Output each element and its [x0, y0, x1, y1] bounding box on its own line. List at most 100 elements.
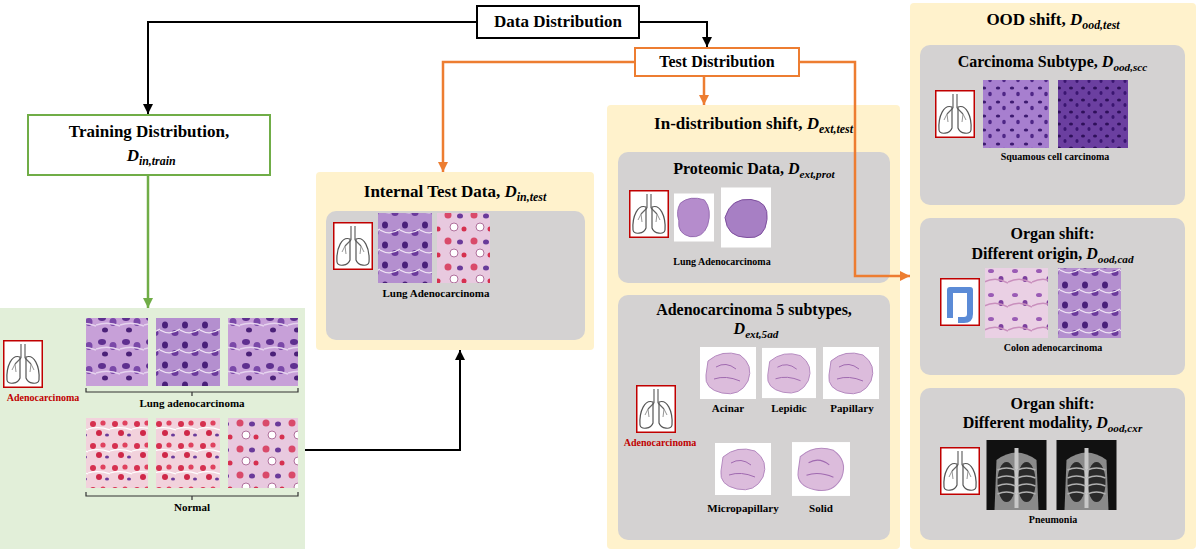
subscript-text: ood,scc — [1113, 61, 1147, 73]
slide-image — [715, 443, 771, 495]
label-text: Organ shift: — [1011, 395, 1095, 412]
dataset-box: Adenocarcinoma 5 subtypes,Dext,5adAcinar… — [618, 295, 890, 540]
label-text: D — [127, 146, 139, 165]
label-text: Lepidic — [771, 402, 806, 414]
label-text: Solid — [809, 502, 833, 514]
lung-icon — [630, 191, 669, 238]
colon-icon — [941, 279, 980, 326]
label-text: Carcinoma Subtype, — [958, 53, 1098, 70]
label-text: Colon adenocarcinoma — [1004, 342, 1102, 353]
text-line: Dext,5ad — [618, 319, 890, 342]
histology-image — [983, 80, 1049, 148]
text-line: Micropapillary — [703, 502, 783, 515]
histology-image — [228, 418, 298, 488]
text-line: Test Distribution — [636, 52, 798, 71]
label-text: Adenocarcinoma — [7, 392, 80, 403]
subscript-text: ood,cxr — [1108, 422, 1143, 434]
subscript-text: in,train — [139, 154, 176, 168]
text-line: Normal — [86, 501, 298, 514]
histology-image — [86, 318, 148, 386]
label-text: Different modality, — [963, 414, 1092, 431]
xray-image — [1057, 440, 1117, 510]
dataset-box: Organ shift:Different modality,Dood,cxrP… — [920, 388, 1185, 540]
connector — [148, 22, 476, 114]
data-panel: Internal Test Data,Din,testLung Adenocar… — [316, 172, 594, 350]
lung-icon — [334, 223, 373, 270]
subscript-text: in,test — [517, 190, 546, 204]
text-line: Proteomic Data,Dext,prot — [618, 159, 890, 182]
connector — [305, 350, 460, 450]
label-text: D — [807, 114, 819, 133]
dataset-box: Organ shift: Different origin,Dood,cadCol… — [920, 218, 1185, 375]
data-panel: In-distribution shift,Dext,testProteomic… — [607, 105, 900, 549]
dataset-box: Carcinoma Subtype,Dood,sccSquamous cell … — [920, 45, 1185, 205]
text-line: Data Distribution — [478, 12, 638, 32]
text-line: Din,train — [29, 146, 269, 169]
histology-image — [378, 213, 432, 283]
slide-image — [792, 442, 850, 496]
text-line: Adenocarcinoma 5 subtypes, — [618, 300, 890, 319]
text-line: Lung Adenocarcinoma — [642, 256, 802, 268]
subscript-text: ext,test — [819, 122, 853, 136]
text-line: Colon adenocarcinoma — [963, 342, 1143, 354]
histology-image — [156, 318, 220, 386]
slide-image — [823, 347, 879, 399]
subscript-text: ext,5ad — [745, 328, 778, 340]
label-text: D — [1102, 53, 1114, 70]
label-text: D — [1086, 245, 1098, 262]
text-line: Adenocarcinoma — [1, 392, 85, 404]
histology-image — [228, 318, 298, 386]
label-text: Adenocarcinoma 5 subtypes, — [656, 301, 852, 318]
process-box: Training Distribution, Din,train — [27, 114, 271, 176]
text-line: Different modality,Dood,cxr — [920, 413, 1185, 436]
label-text: Squamous cell carcinoma — [1001, 151, 1110, 162]
bracket — [86, 388, 298, 396]
label-text: D — [788, 160, 800, 177]
label-text: D — [734, 320, 746, 337]
lung-icon — [637, 386, 676, 433]
slide-image — [674, 194, 714, 242]
label-text: Lung Adenocarcinoma — [673, 256, 770, 267]
label-text: Data Distribution — [494, 12, 622, 31]
histology-image — [437, 213, 490, 283]
connector — [443, 62, 634, 172]
text-line: Internal Test Data,Din,test — [316, 182, 594, 205]
text-line: Organ shift: — [920, 224, 1185, 243]
label-text: Micropapillary — [707, 502, 778, 514]
text-line: Lung adenocarcinoma — [86, 397, 298, 410]
text-line: Carcinoma Subtype,Dood,scc — [920, 52, 1185, 75]
label-text: Organ shift: — [1011, 225, 1095, 242]
text-line: Pneumonia — [963, 514, 1143, 526]
label-text: Training Distribution, — [69, 122, 229, 141]
histology-image — [1058, 268, 1121, 338]
label-text: Normal — [174, 501, 210, 513]
xray-image — [987, 440, 1047, 510]
histology-image — [985, 268, 1048, 338]
histology-image — [86, 418, 148, 488]
histology-image — [1058, 80, 1128, 148]
connector — [147, 176, 150, 308]
label-text: Proteomic Data, — [673, 160, 784, 177]
subscript-text: ext,prot — [800, 168, 835, 180]
data-panel: Lung adenocarcinoma AdenocarcinomaNormal — [0, 308, 305, 549]
connector — [703, 77, 706, 105]
label-text: Acinar — [712, 402, 744, 414]
label-text: D — [505, 182, 517, 201]
text-line: In-distribution shift,Dext,test — [607, 114, 900, 137]
label-text: OOD shift, — [986, 10, 1065, 29]
label-text: Different origin, — [971, 245, 1082, 262]
subscript-text: ood,cad — [1098, 253, 1134, 265]
lung-icon — [936, 91, 975, 138]
text-line: Different origin,Dood,cad — [920, 244, 1185, 267]
label-text: D — [1096, 414, 1108, 431]
lung-icon — [941, 448, 980, 495]
connector — [640, 22, 707, 47]
label-text: Lung Adenocarcinoma — [382, 287, 489, 299]
text-line: Training Distribution, — [29, 122, 269, 142]
dataset-box: Proteomic Data,Dext,protLung Adenocarcin… — [618, 152, 890, 283]
dataset-box: Lung Adenocarcinoma — [326, 211, 585, 340]
lung-icon — [4, 341, 43, 388]
